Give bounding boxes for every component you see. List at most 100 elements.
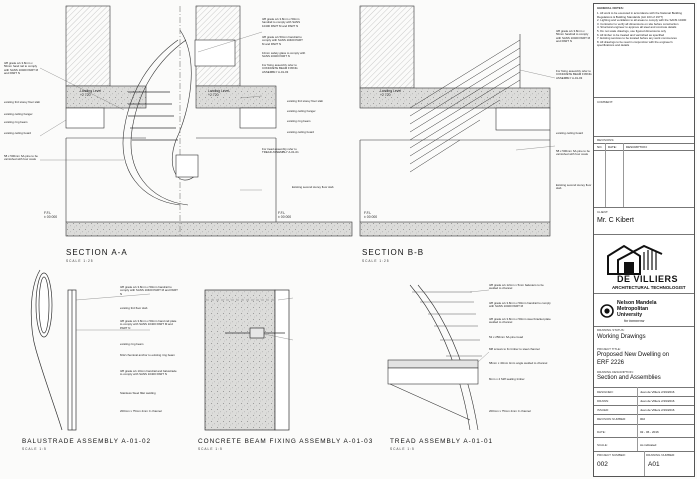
note-bb-2: existing ceiling board <box>556 131 583 135</box>
client-label: CLIENT: <box>597 210 609 214</box>
rev-col-date: DATE: <box>608 145 617 149</box>
project-title-line1: Proposed New Dwelling on <box>597 352 670 358</box>
beam-title: CONCRETE BEAM FIXING ASSEMBLY A-01-03 <box>198 438 374 445</box>
note-aa-pine: 58 x 500mm SA pine to be varnished with … <box>4 154 38 162</box>
note-tread-1: 3/8 grade s/s 3.8mm x 50mm handrail to c… <box>489 301 551 309</box>
rev-col-no: NO. <box>597 145 603 149</box>
project-number-label: PROJECT NUMBER: <box>597 453 626 457</box>
section-aa-drawing <box>65 5 353 237</box>
note-aar-1: 3/8 grade s/s 50mm handrail to comply wi… <box>262 35 303 46</box>
university-tagline: for tomorrow <box>624 319 645 323</box>
drawn-value: Juan de Villiers 2/19/2016 <box>640 399 675 403</box>
drawing-description: Section and Assemblies <box>597 375 661 381</box>
section-bb-title: SECTION B-B <box>362 248 425 257</box>
note-bb-4: Existing second storey floor slab <box>556 183 592 191</box>
drawing-status: Working Drawings <box>597 334 646 340</box>
issued-label: ISSUED: <box>597 408 610 412</box>
drawing-number-label: DRAWING NUMBER: <box>646 453 676 457</box>
firm-subtitle: ARCHITECTURAL TECHNOLOGIST <box>612 285 686 290</box>
date-value: 02 - 06 - 2016 <box>640 430 659 434</box>
tread-title: TREAD ASSEMBLY A-01-01 <box>390 438 494 445</box>
ffl-aa-left: F.F.L± 00 000 <box>44 211 58 219</box>
drawing-number: A01 <box>648 461 660 468</box>
note-beam-4: M12 chemical anchor to existing ring bea… <box>120 353 175 357</box>
note-beam-7: 200mm x 75mm 4mm C channel <box>120 409 162 413</box>
revision-number: 002 <box>640 417 646 421</box>
description-label: DRAWING DESCRIPTION: <box>597 370 634 374</box>
note-beam-3: existing ring beam <box>120 342 144 346</box>
ffl-aa-right: F.F.L± 00 000 <box>278 211 292 219</box>
note-beam-1: existing 3rd floor slab <box>120 306 148 310</box>
university-line3: University <box>617 312 643 318</box>
balustrade-title: BALUSTRADE ASSEMBLY A-01-02 <box>22 438 152 445</box>
ffl-bb: F.F.L± 00 000 <box>364 211 378 219</box>
note-aa-ringbeam: existing ring beam <box>4 120 28 124</box>
note-aar-4: For tread assembly refer to TREAD ASSEMB… <box>262 147 299 155</box>
note-aar-2: 10mm safety glass to comply with SANS 10… <box>262 51 306 59</box>
designed-label: DESIGNED: <box>597 390 614 394</box>
note-aa-slab: existing 3rd storey floor slab <box>4 100 40 104</box>
rev-col-desc: DESCRIPTION: <box>626 145 648 149</box>
university-line2: Metropolitan <box>617 306 649 312</box>
status-label: DRAWING STATUS: <box>597 328 625 332</box>
note-tread-6: 8mm x 4 Stiff sealing timber <box>489 377 525 381</box>
project-title-line2: ERF 2226 <box>597 360 625 366</box>
issued-value: Juan de Villiers 2/19/2016 <box>640 408 675 412</box>
note-bb-0: 3/8 grade s/s 3.8mm x 50mm handrail to c… <box>556 29 591 43</box>
tread-assembly-drawing <box>387 284 482 431</box>
landing-level-aa-right: Landing Level+2 720 <box>208 89 230 97</box>
section-bb-scale: SCALE 1:25 <box>362 259 390 263</box>
note-aar-0: 3/8 grade s/s 3.8mm x 50mm handrail to c… <box>262 17 301 28</box>
revisions-label: REVISIONS: <box>597 138 615 142</box>
note-aa-handrail: 3/8 grade s/s 3.8mm x 50mm hand rail to … <box>4 61 39 75</box>
university-emblem-icon <box>600 304 614 318</box>
note-aar-9: Existing second storey floor slab <box>292 185 334 189</box>
designed-value: Juan de Villiers 2/19/2016 <box>640 390 675 394</box>
comment-label: COMMENT: <box>597 100 613 104</box>
beam-fixing-drawing <box>204 289 290 431</box>
note-aar-5: existing 3rd storey floor slab <box>287 99 323 103</box>
note-bb-1: For fixing assembly refer to CONCRETE BE… <box>556 69 592 80</box>
scale-value: As indicated <box>640 443 657 447</box>
leader-lines <box>39 31 556 363</box>
project-number: 002 <box>597 461 608 468</box>
note-bb-3: 58 x 500mm SA pine to be varnished with … <box>556 149 590 157</box>
note-tread-4: M8 screws to fix timber to steel channel <box>489 347 540 351</box>
balustrade-scale: SCALE 1:5 <box>22 447 47 451</box>
note-tread-5: 58mm x 40mm 4mm angle welded to channel <box>489 361 548 365</box>
note-beam-5: 3/8 grade s/s 10mm handrail and balustra… <box>120 369 177 377</box>
note-aa-hanger: existing ceiling hanger <box>4 112 33 116</box>
note-aar-6: existing ceiling hanger <box>287 109 316 113</box>
note-beam-2: 3/8 grade s/s 3.8mm x 50mm hand rail pla… <box>120 319 177 330</box>
section-aa-scale: SCALE 1:25 <box>66 259 94 263</box>
firm-logo <box>607 244 663 275</box>
university-line1: Nelson Mandela <box>617 300 657 306</box>
note-tread-0: 3/8 grade s/s 12mm x 5mm balusters to be… <box>489 283 544 291</box>
note-aar-3: For fixing assembly refer to CONCRETE BE… <box>262 63 298 74</box>
note-bal-0: 3/8 grade s/s 3.8mm x 50mm handrail to c… <box>120 285 178 296</box>
note-aar-7: existing ring beam <box>287 119 311 123</box>
firm-name: DE VILLIERS <box>617 274 679 284</box>
note-tread-2: 3/8 grade s/s 3.8mm x 50mm steel bracket… <box>489 317 551 325</box>
general-notes-list: 1. All work to be executed in accordance… <box>597 11 687 48</box>
section-aa-title: SECTION A-A <box>66 248 128 257</box>
scale-label: SCALE: <box>597 443 608 447</box>
landing-level-bb: Landing Level+2 720 <box>380 89 402 97</box>
landing-level-aa-left: Landing Level+2 720 <box>80 89 102 97</box>
drawn-label: DRAWN: <box>597 399 610 403</box>
note-aar-8: existing ceiling board <box>287 130 314 134</box>
section-bb-drawing <box>359 5 551 237</box>
tread-scale: SCALE 1:5 <box>390 447 415 451</box>
note-tread-3: 52 x 250mm SA pine tread <box>489 335 524 339</box>
note-beam-6: Stainless Steel fillet welding <box>120 391 156 395</box>
note-tread-7: 200mm x 75mm 4mm C channel <box>489 409 531 413</box>
general-notes-title: GENERAL NOTES: <box>597 6 624 10</box>
date-label: DATE: <box>597 430 606 434</box>
note-aa-ceiling: existing ceiling board <box>4 131 31 135</box>
beam-scale: SCALE 1:5 <box>198 447 223 451</box>
balustrade-assembly-drawing <box>30 269 77 431</box>
client-name: Mr. C Kibert <box>597 217 634 224</box>
project-label: PROJECT TITLE: <box>597 347 621 351</box>
